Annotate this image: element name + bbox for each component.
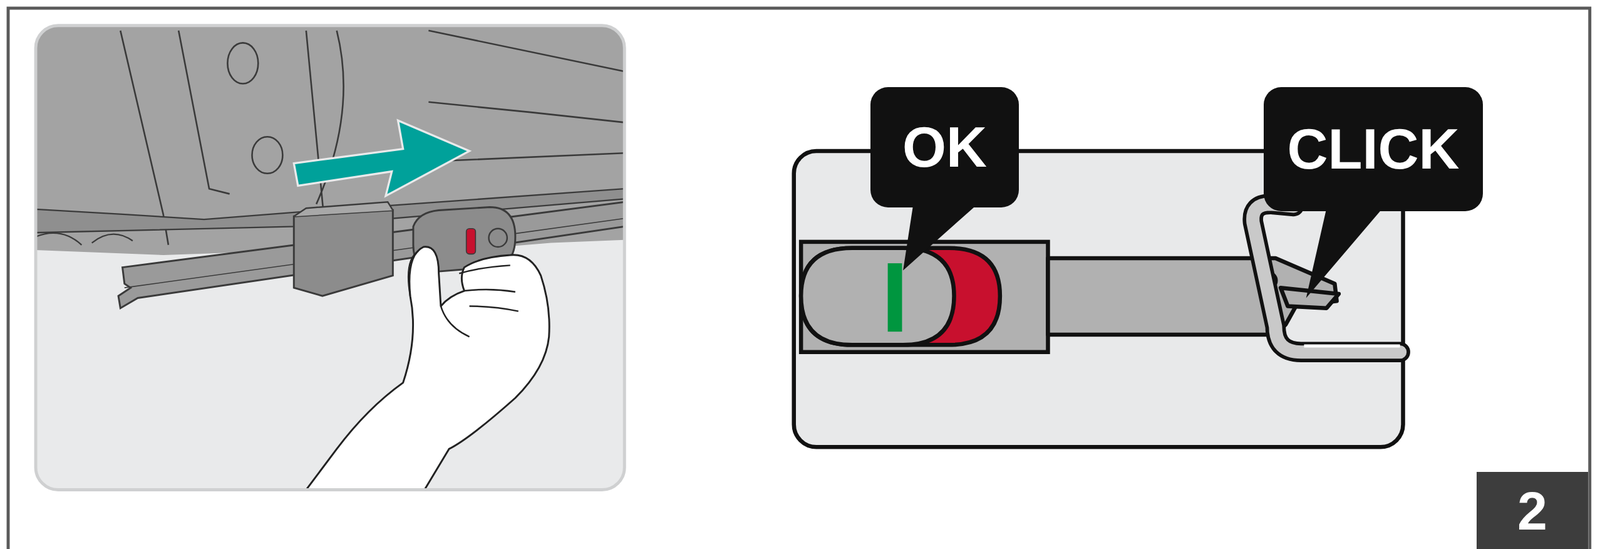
connector-housing xyxy=(800,241,1048,352)
indicator-slider xyxy=(800,247,954,346)
callout-text: OK xyxy=(902,118,987,176)
red-indicator xyxy=(466,228,476,255)
bubble-tail xyxy=(903,204,978,271)
direction-arrow xyxy=(293,120,470,196)
arm-sleeve-top xyxy=(293,201,393,217)
callout-bubble: CLICK xyxy=(1263,87,1483,212)
anchor-bar-outline xyxy=(1253,204,1401,352)
step-number: 2 xyxy=(1517,483,1548,538)
step-number-box: 2 xyxy=(1476,471,1589,549)
latch-hole xyxy=(489,228,508,247)
seat-hole xyxy=(227,42,259,84)
left-panel-border xyxy=(35,25,625,490)
arm-sleeve xyxy=(293,209,393,296)
hand xyxy=(260,246,550,490)
bubble-tail xyxy=(1306,207,1383,298)
callout-text: CLICK xyxy=(1287,120,1460,178)
callout-bubble: OK xyxy=(870,87,1019,208)
green-indicator xyxy=(887,263,903,332)
finger-lines xyxy=(408,251,519,337)
anchor-shine xyxy=(1303,344,1400,348)
panel-ground xyxy=(35,25,625,490)
anchor-bar xyxy=(1253,204,1401,352)
left-panel xyxy=(35,25,625,490)
seat-edge xyxy=(35,232,133,245)
seat-hole xyxy=(251,136,283,174)
frame xyxy=(8,8,1590,549)
red-window xyxy=(800,247,1001,346)
isofix-arm xyxy=(118,201,625,308)
